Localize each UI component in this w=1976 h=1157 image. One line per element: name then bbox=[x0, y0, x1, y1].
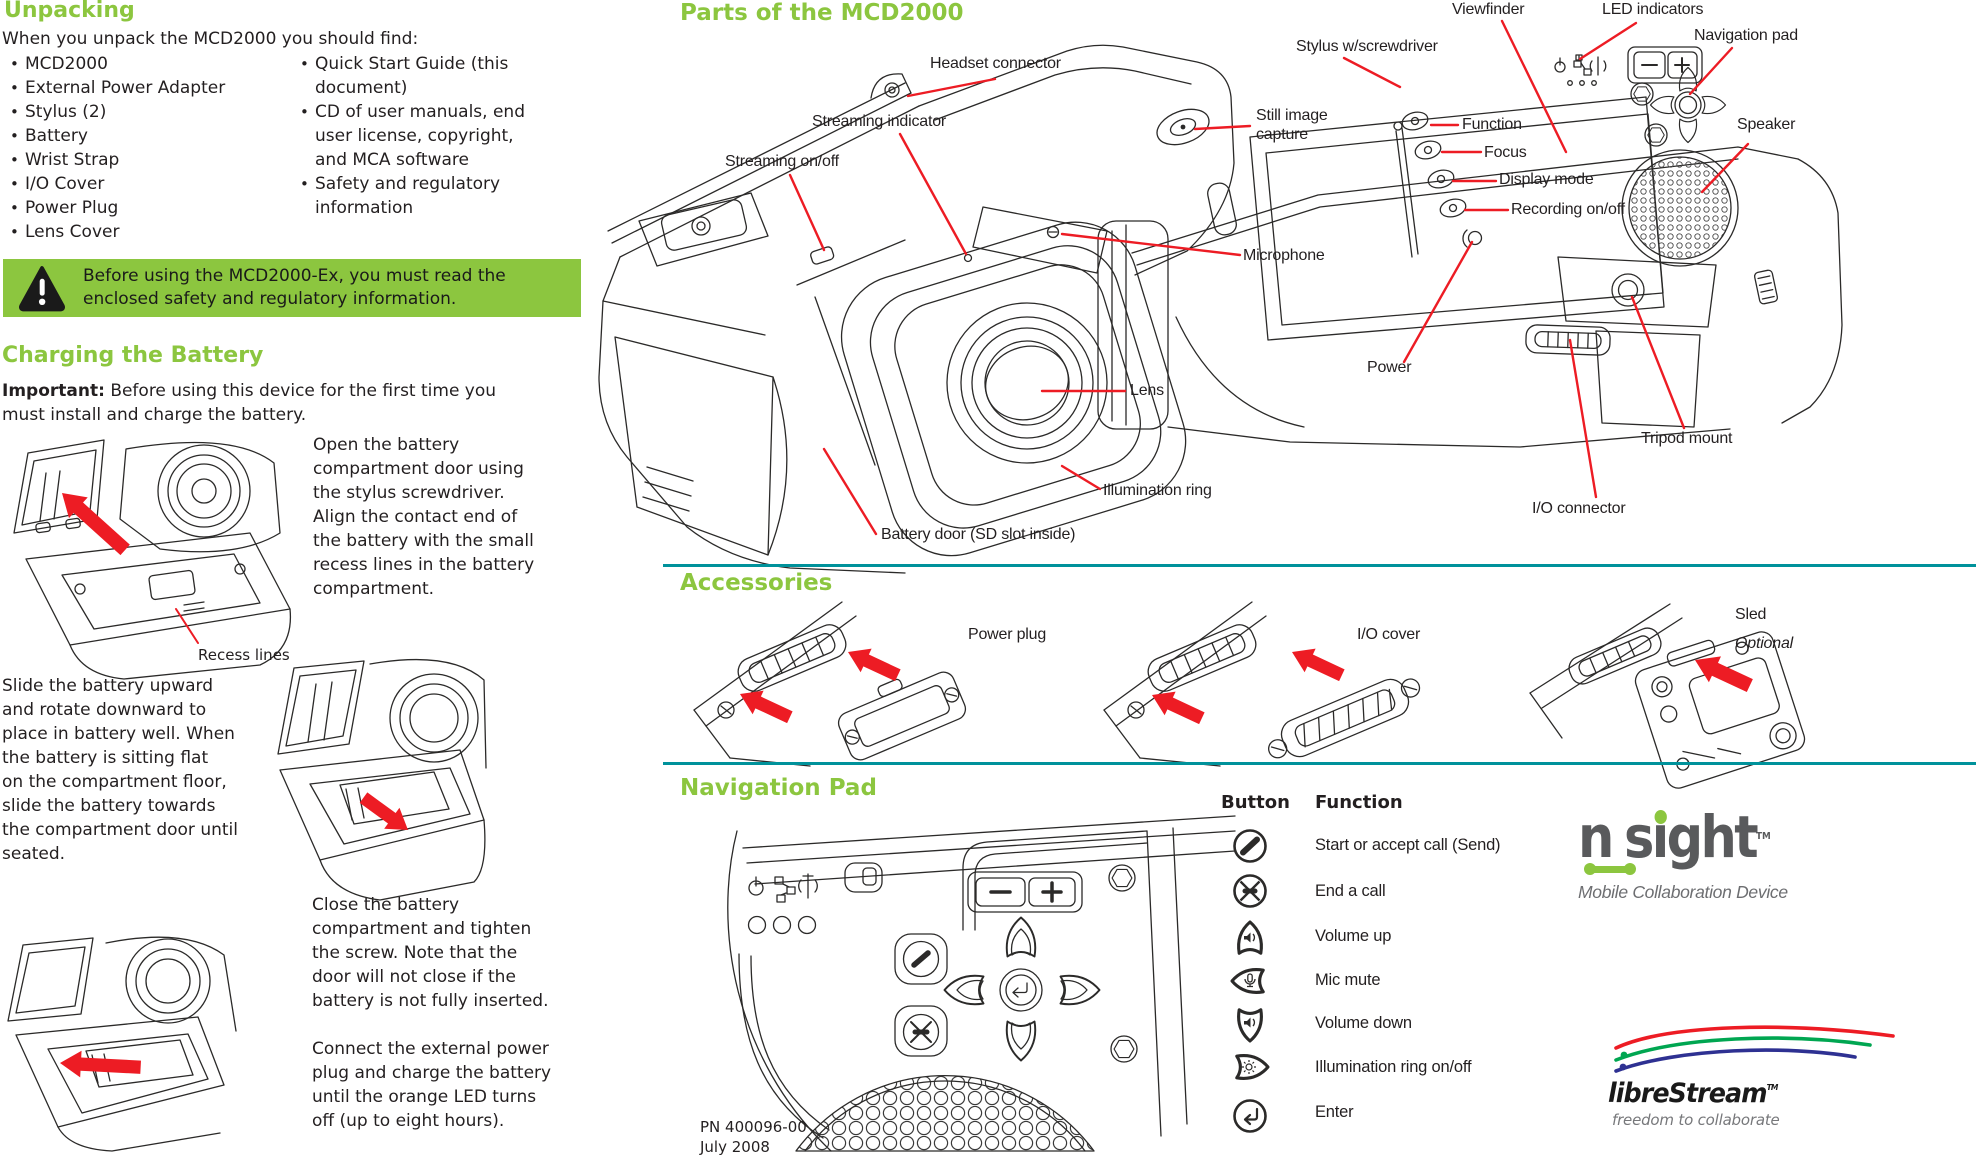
nsight-green-dot bbox=[1654, 810, 1668, 824]
enter-icon bbox=[1233, 1099, 1267, 1133]
label-io-cover: I/O cover bbox=[1357, 626, 1421, 643]
label-display-mode: Display mode bbox=[1499, 171, 1594, 188]
nsight-tagline: Mobile Collaboration Device bbox=[1578, 882, 1788, 902]
parts-title: Parts of the MCD2000 bbox=[680, 0, 964, 26]
unpacking-item: Battery bbox=[8, 124, 293, 148]
table-header-button: Button bbox=[1221, 792, 1290, 813]
nsight-bond-icon bbox=[1584, 863, 1640, 876]
unpacking-title: Unpacking bbox=[4, 0, 135, 23]
power-plug-figure bbox=[693, 601, 967, 767]
function-mic-mute: Mic mute bbox=[1315, 971, 1381, 989]
doc-footer: PN 400096-00 July 2008 bbox=[700, 1117, 807, 1157]
label-tripod-mount: Tripod mount bbox=[1641, 430, 1733, 447]
label-led-indicators: LED indicators bbox=[1602, 1, 1704, 18]
unpacking-list-left: MCD2000 External Power Adapter Stylus (2… bbox=[8, 52, 293, 244]
recess-lines-label: Recess lines bbox=[198, 646, 290, 664]
unpacking-item: External Power Adapter bbox=[8, 76, 293, 100]
unpacking-item: I/O Cover bbox=[8, 172, 293, 196]
io-cover-figure bbox=[1103, 601, 1421, 767]
function-illumination: Illumination ring on/off bbox=[1315, 1058, 1472, 1076]
battery-install-figure-3 bbox=[7, 936, 237, 1152]
function-send: Start or accept call (Send) bbox=[1315, 836, 1501, 854]
label-illumination-ring: Illumination ring bbox=[1103, 482, 1212, 499]
send-call-icon bbox=[1233, 829, 1267, 863]
volume-up-icon bbox=[1237, 920, 1263, 955]
nsight-n: n bbox=[1578, 803, 1614, 871]
label-microphone: Microphone bbox=[1243, 247, 1325, 264]
unpacking-item: Quick Start Guide (this document) bbox=[298, 52, 553, 100]
step-open-text: Open the battery compartment door using … bbox=[313, 435, 535, 599]
warning-triangle-icon bbox=[19, 266, 65, 312]
label-io-connector: I/O connector bbox=[1532, 500, 1626, 517]
label-still-image-capture: Still image capture bbox=[1256, 107, 1328, 143]
end-call-icon bbox=[1233, 874, 1267, 908]
unpacking-item: Stylus (2) bbox=[8, 100, 293, 124]
function-volume-up: Volume up bbox=[1315, 927, 1392, 945]
mic-mute-icon bbox=[1230, 968, 1265, 994]
safety-warning-text: Before using the MCD2000-Ex, you must re… bbox=[83, 265, 506, 310]
navpad-closeup-figure bbox=[727, 815, 1236, 1152]
unpacking-item: Lens Cover bbox=[8, 220, 293, 244]
label-power-plug: Power plug bbox=[968, 626, 1047, 643]
label-focus: Focus bbox=[1484, 144, 1527, 161]
safety-warning-box: Before using the MCD2000-Ex, you must re… bbox=[3, 259, 581, 317]
nsight-sight: sight bbox=[1624, 803, 1759, 871]
label-streaming-onoff: Streaming on/off bbox=[725, 153, 839, 170]
section-divider bbox=[663, 564, 1976, 567]
step-close-connect-text: Close the battery compartment and tighte… bbox=[312, 893, 582, 1133]
label-sled: Sled bbox=[1735, 606, 1767, 623]
unpacking-item: CD of user manuals, end user license, co… bbox=[298, 100, 553, 172]
label-stylus: Stylus w/screwdriver bbox=[1296, 38, 1438, 55]
volume-down-icon bbox=[1237, 1008, 1263, 1043]
unpacking-item: Safety and regulatory information bbox=[298, 172, 553, 220]
label-navigation-pad: Navigation pad bbox=[1694, 27, 1798, 44]
label-headset-connector: Headset connector bbox=[930, 55, 1061, 72]
accessories-title: Accessories bbox=[680, 570, 833, 596]
nsight-tm: TM bbox=[1755, 831, 1771, 842]
label-speaker: Speaker bbox=[1737, 116, 1796, 133]
label-function: Function bbox=[1462, 116, 1522, 133]
unpacking-item: Wrist Strap bbox=[8, 148, 293, 172]
navpad-title: Navigation Pad bbox=[680, 775, 877, 801]
function-end-call: End a call bbox=[1315, 882, 1386, 900]
label-recording-onoff: Recording on/off bbox=[1511, 201, 1625, 218]
sled-figure bbox=[1529, 603, 1806, 789]
librestream-tagline: freedom to collaborate bbox=[1612, 1111, 1780, 1129]
label-streaming-indicator: Streaming indicator bbox=[812, 113, 947, 130]
function-volume-down: Volume down bbox=[1315, 1014, 1412, 1032]
illumination-ring-icon bbox=[1235, 1054, 1270, 1080]
librestream-wordmark: libreStreamTM bbox=[1608, 1078, 1779, 1109]
librestream-swoosh-icon bbox=[1614, 1025, 1895, 1073]
important-text: Before using this device for the first t… bbox=[2, 381, 497, 425]
label-lens: Lens bbox=[1130, 382, 1164, 399]
label-battery-door: Battery door (SD slot inside) bbox=[881, 526, 1076, 543]
battery-install-figure-2 bbox=[277, 658, 487, 901]
unpacking-item: Power Plug bbox=[8, 196, 293, 220]
back-view-figure bbox=[1097, 46, 1843, 448]
librestream-logo: libreStreamTM freedom to collaborate bbox=[1608, 1020, 1928, 1129]
label-sled-optional: Optional bbox=[1735, 635, 1793, 652]
charging-title: Charging the Battery bbox=[2, 343, 264, 368]
battery-install-figure-1 bbox=[13, 439, 292, 680]
label-power: Power bbox=[1367, 359, 1412, 376]
section-divider bbox=[663, 762, 1976, 765]
step-close-text: Close the battery compartment and tighte… bbox=[312, 895, 549, 1011]
step-slide-text: Slide the battery upward and rotate down… bbox=[2, 676, 238, 864]
step-connect-text: Connect the external power plug and char… bbox=[312, 1039, 552, 1131]
unpacking-list-right: Quick Start Guide (this document) CD of … bbox=[298, 52, 553, 220]
unpacking-item: MCD2000 bbox=[8, 52, 293, 76]
librestream-tm: TM bbox=[1766, 1083, 1779, 1092]
doc-date: July 2008 bbox=[700, 1138, 770, 1156]
label-viewfinder: Viewfinder bbox=[1452, 1, 1525, 18]
function-enter: Enter bbox=[1315, 1103, 1354, 1121]
table-header-function: Function bbox=[1315, 792, 1403, 813]
unpacking-intro: When you unpack the MCD2000 you should f… bbox=[2, 29, 419, 49]
important-label: Important: bbox=[2, 381, 105, 401]
charging-important: Important: Before using this device for … bbox=[2, 379, 562, 427]
part-number: PN 400096-00 bbox=[700, 1118, 807, 1136]
